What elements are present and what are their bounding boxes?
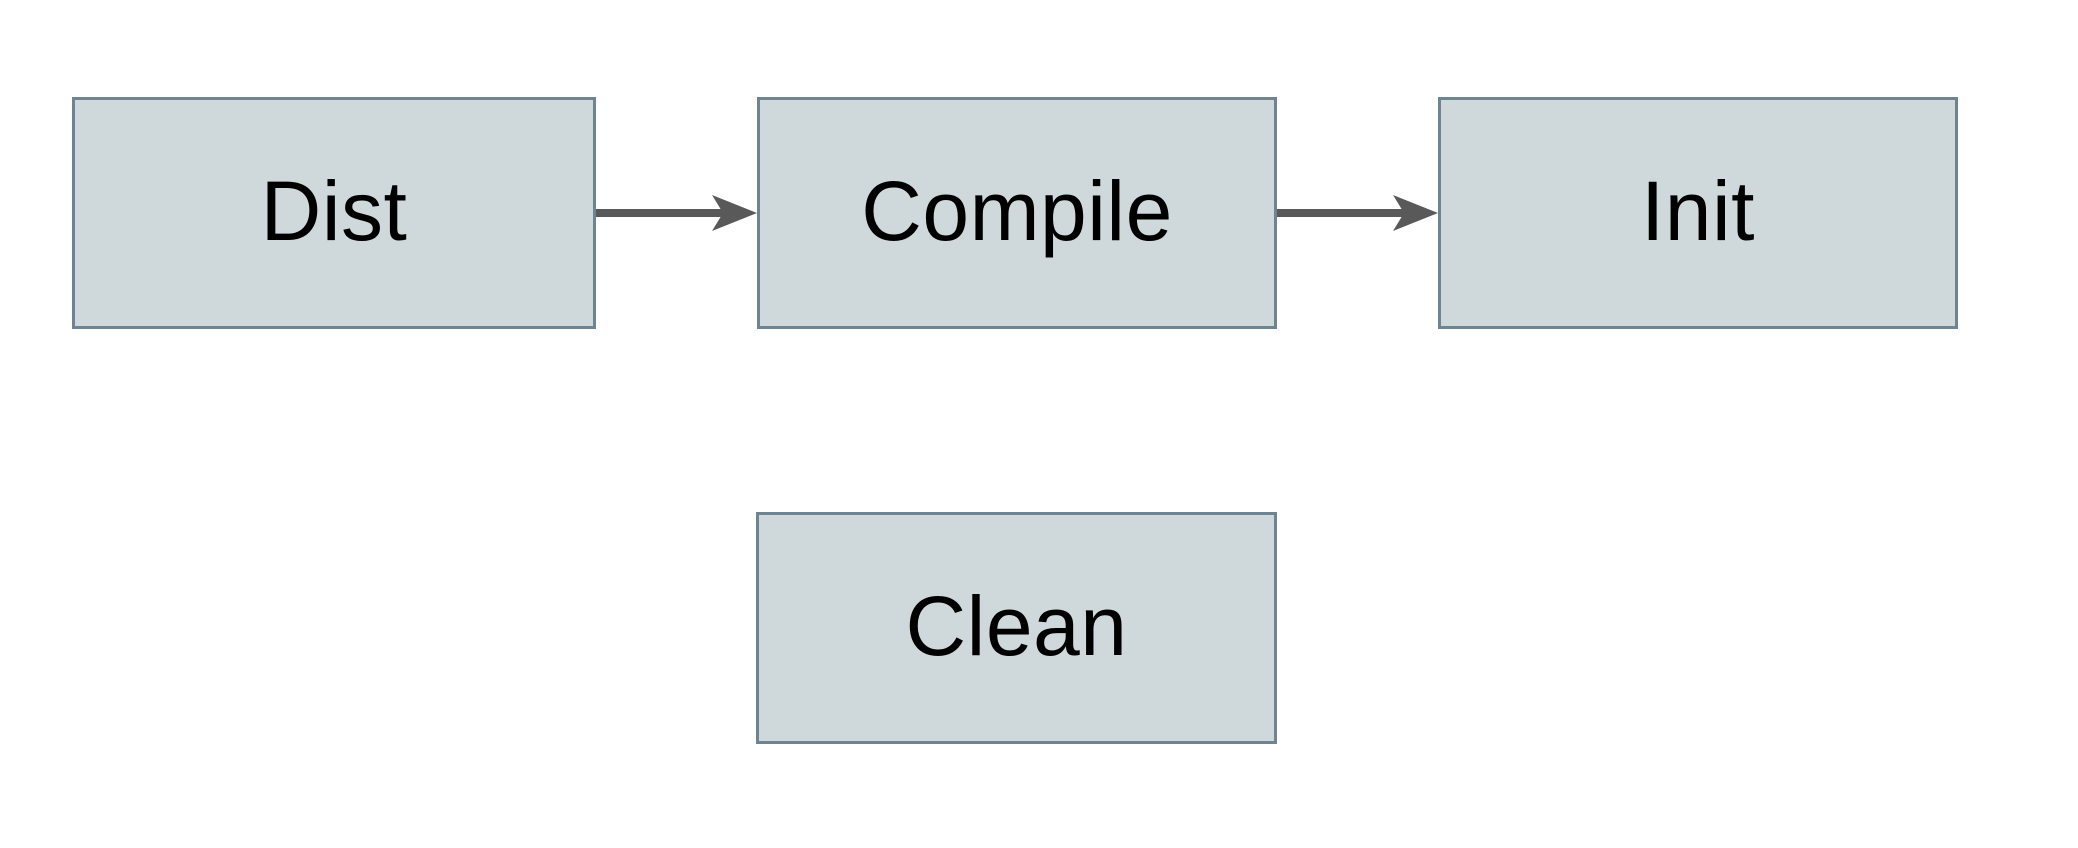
node-compile-label: Compile xyxy=(861,164,1173,258)
node-init[interactable]: Init xyxy=(1438,97,1958,329)
arrow-dist-to-compile xyxy=(596,195,757,231)
arrow-compile-to-init xyxy=(1277,195,1438,231)
node-clean-label: Clean xyxy=(905,579,1128,673)
node-compile[interactable]: Compile xyxy=(757,97,1277,329)
node-dist[interactable]: Dist xyxy=(72,97,596,329)
node-init-label: Init xyxy=(1640,164,1756,258)
node-dist-label: Dist xyxy=(260,164,408,258)
node-clean[interactable]: Clean xyxy=(756,512,1277,744)
